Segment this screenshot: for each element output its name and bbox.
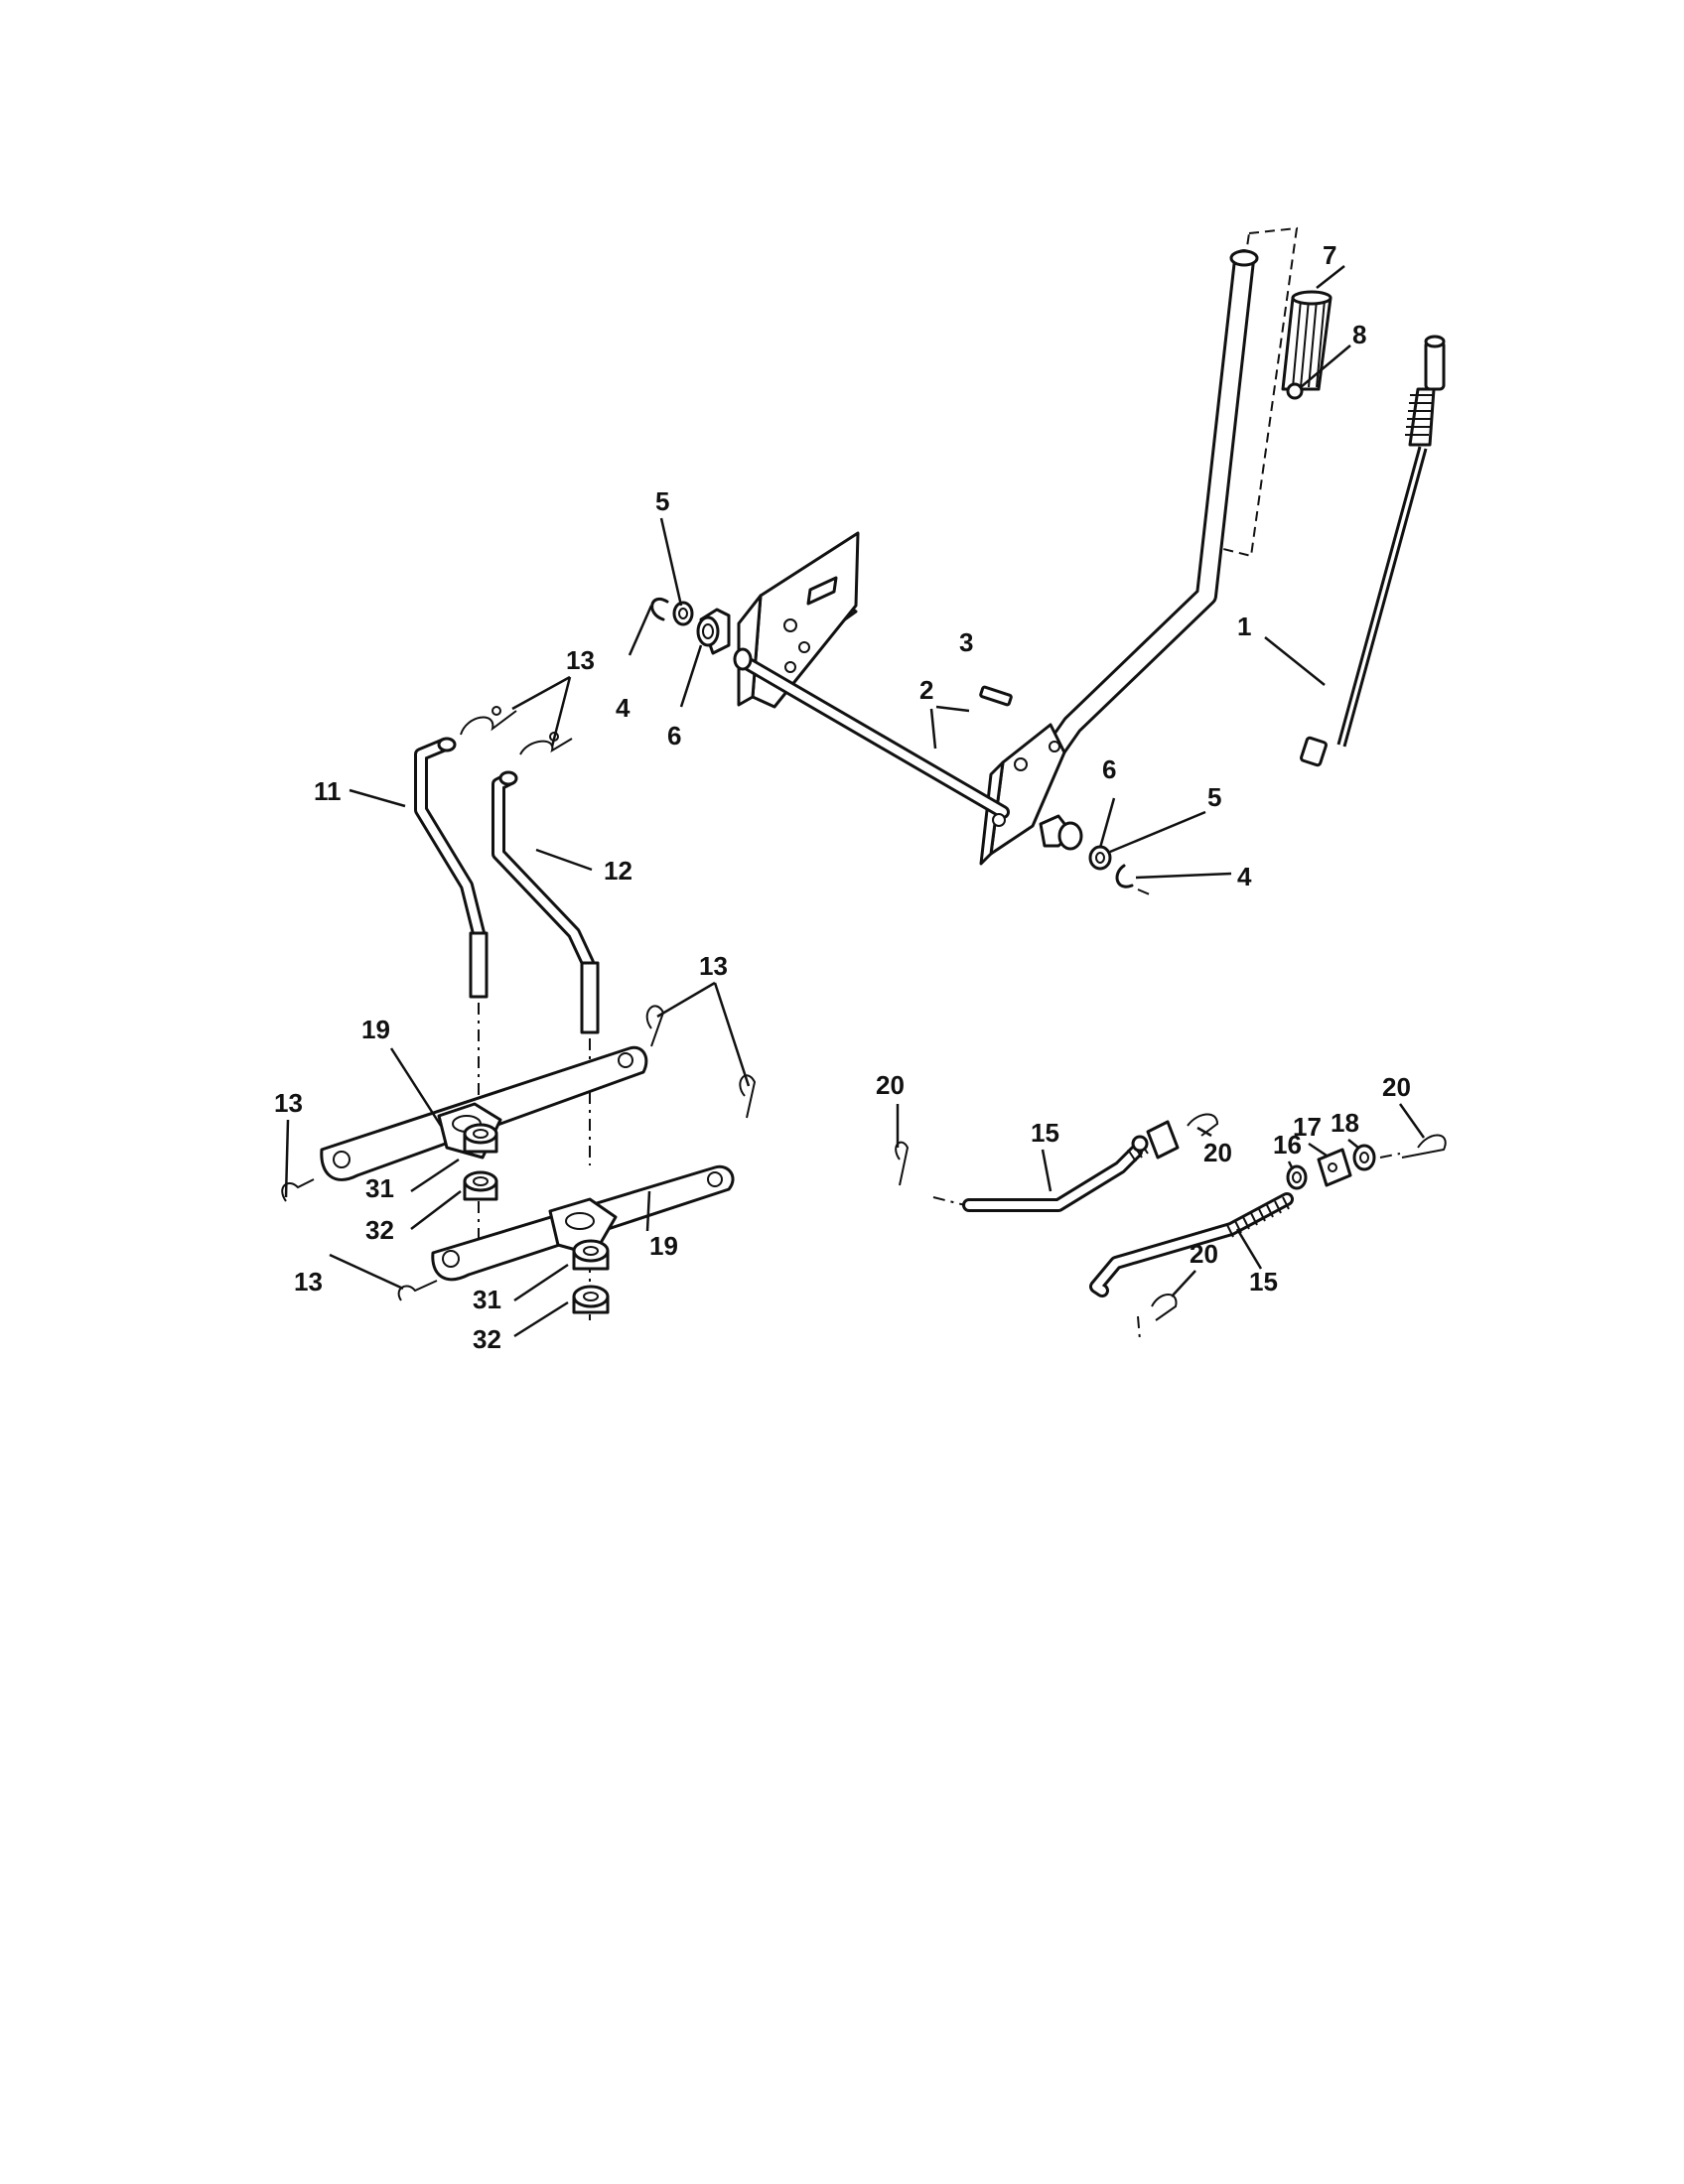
retainer-right: [1115, 864, 1134, 888]
callout-31-upper: 31: [365, 1173, 394, 1203]
block-17: [1317, 1148, 1352, 1187]
callout-31-lower: 31: [473, 1285, 501, 1314]
lift-link-12: [491, 770, 600, 1034]
lift-link-11: [414, 737, 489, 999]
nut-16: [1286, 1164, 1308, 1190]
callout-7: 7: [1323, 240, 1336, 270]
hairpin-13-mid-b: [739, 1074, 757, 1119]
washer-left: [672, 601, 694, 626]
callout-5-left: 5: [655, 486, 669, 516]
retainer-left: [650, 598, 669, 621]
hairpin-13-bottom: [397, 1280, 438, 1301]
hairpin-20-lower: [1151, 1294, 1178, 1321]
hairpin-20-upper: [1187, 1113, 1219, 1137]
callout-20-lower: 20: [1190, 1239, 1218, 1269]
callout-11: 11: [314, 776, 342, 806]
nut-32-lower: [572, 1285, 610, 1314]
lift-cable: [1300, 335, 1446, 767]
nut-32-upper: [463, 1170, 498, 1201]
spacer-31-upper: [463, 1123, 498, 1154]
callout-13-bottom: 13: [294, 1267, 323, 1297]
lift-arm-upper: [320, 1045, 648, 1181]
hairpin-20-left: [895, 1141, 910, 1186]
callout-1: 1: [1237, 612, 1251, 641]
callout-13-left: 13: [274, 1088, 303, 1118]
callout-13-mid: 13: [699, 951, 728, 981]
callout-15-upper: 15: [1031, 1118, 1059, 1148]
callout-18: 18: [1331, 1108, 1359, 1138]
grip-ferrule: [1286, 382, 1304, 400]
callout-8: 8: [1352, 320, 1366, 349]
control-rod-lower: [1089, 1192, 1294, 1297]
callout-32-lower: 32: [473, 1324, 501, 1354]
callout-12: 12: [604, 856, 632, 886]
callout-32-upper: 32: [365, 1215, 394, 1245]
nut-18: [1352, 1144, 1376, 1171]
callout-13-top: 13: [566, 645, 595, 675]
bushing-left: [696, 608, 731, 655]
hairpin-13-top-b: [519, 732, 573, 755]
callout-16: 16: [1273, 1130, 1302, 1160]
callout-2: 2: [919, 675, 933, 705]
callout-20-left: 20: [876, 1070, 905, 1100]
hairpin-13-top-a: [460, 706, 517, 736]
lift-arm-lower: [431, 1164, 735, 1282]
callout-19-upper: 19: [361, 1015, 390, 1044]
callout-labels: 1 2 3 4 4 5 5 6 6 7 8 11 12 13 13 13 13 …: [274, 240, 1411, 1354]
callout-15-lower: 15: [1249, 1267, 1278, 1297]
leader-lines: [284, 265, 1426, 1338]
callout-5-right: 5: [1207, 782, 1221, 812]
callout-4-right: 4: [1237, 862, 1252, 891]
callout-6-left: 6: [667, 721, 681, 751]
bushing-right: [1039, 814, 1083, 851]
spacer-31-lower: [572, 1239, 610, 1271]
callout-3: 3: [959, 627, 973, 657]
lift-handle: [979, 249, 1259, 866]
callout-20-upper: 20: [1203, 1138, 1232, 1167]
callout-17: 17: [1293, 1112, 1322, 1142]
callout-20-right: 20: [1382, 1072, 1411, 1102]
washer-right: [1088, 845, 1112, 871]
key: [979, 685, 1013, 707]
handle-grip: [1281, 290, 1333, 391]
lift-shaft: [733, 531, 1010, 827]
callout-4-left: 4: [616, 693, 631, 723]
callout-6-right: 6: [1102, 754, 1116, 784]
hairpin-13-mid-a: [645, 1005, 665, 1047]
callout-19-lower: 19: [649, 1231, 678, 1261]
control-rod-upper: [962, 1120, 1180, 1212]
hairpin-20-right: [1401, 1134, 1447, 1159]
